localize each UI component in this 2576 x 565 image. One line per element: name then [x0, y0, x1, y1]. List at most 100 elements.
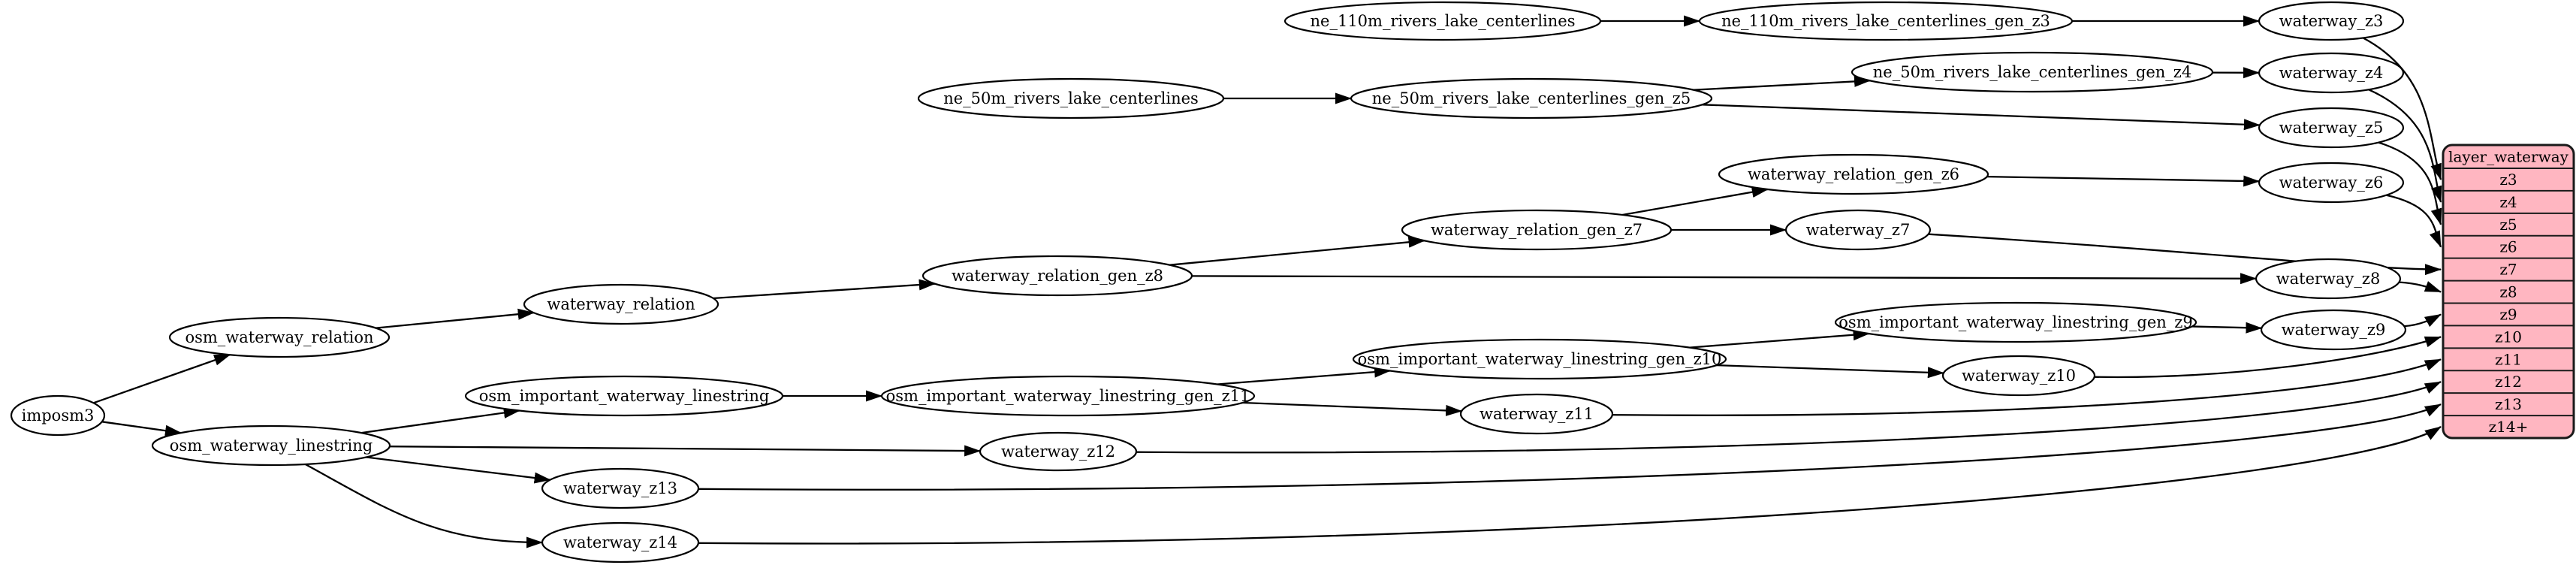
node-shape-osm_waterway_linestring	[151, 425, 391, 467]
edge-waterway_z4-to-row-z4	[2368, 89, 2442, 203]
node-shape-waterway_z6	[2258, 162, 2405, 204]
table-layer_waterway: layer_waterwayz3z4z5z6z7z8z9z10z11z12z13…	[2442, 144, 2575, 440]
node-shape-waterway_z9	[2260, 309, 2407, 351]
edge-waterway_z11-to-row-z11	[1612, 358, 2442, 416]
node-label-waterway_z8: waterway_z8	[2276, 270, 2381, 288]
edge-osm_important_waterway_linestring_gen_z9-to-waterway_z9	[2191, 322, 2263, 334]
node-shape-waterway_z5	[2258, 107, 2405, 149]
node-shape-osm_important_waterway_linestring	[464, 375, 784, 417]
node-waterway_z6: waterway_z6	[2258, 162, 2405, 204]
edge-osm_waterway_linestring-to-waterway_z13	[366, 456, 551, 484]
node-shape-ne_110m_rivers_lake_centerlines	[1283, 1, 1602, 41]
table-row-z3: z3	[2499, 171, 2517, 189]
node-label-osm_important_waterway_linestring_gen_z10: osm_important_waterway_linestring_gen_z1…	[1358, 350, 1722, 368]
table-layer: layer_waterwayz3z4z5z6z7z8z9z10z11z12z13…	[2442, 144, 2575, 440]
node-label-waterway_z14: waterway_z14	[563, 533, 677, 551]
node-label-osm_important_waterway_linestring: osm_important_waterway_linestring	[479, 387, 770, 405]
node-waterway_z7: waterway_z7	[1784, 209, 1932, 251]
node-shape-osm_important_waterway_linestring_gen_z11	[880, 375, 1256, 417]
node-label-waterway_z5: waterway_z5	[2279, 119, 2384, 137]
node-ne_50m_rivers_lake_centerlines: ne_50m_rivers_lake_centerlines	[917, 77, 1225, 119]
edge-osm_waterway_linestring-to-waterway_z12	[389, 445, 982, 457]
edge-imposm3-to-osm_waterway_linestring	[101, 421, 182, 437]
node-shape-waterway_z8	[2255, 258, 2402, 300]
node-label-waterway_relation_gen_z6: waterway_relation_gen_z6	[1748, 165, 1959, 183]
edge-osm_waterway_linestring-to-osm_important_waterway_linestring	[361, 406, 520, 434]
edge-waterway_relation-to-waterway_relation_gen_z8	[713, 279, 936, 300]
edge-osm_important_waterway_linestring_gen_z11-to-waterway_z11	[1242, 401, 1463, 416]
edge-waterway_z13-to-row-z13	[698, 403, 2442, 491]
node-waterway_z13: waterway_z13	[541, 467, 700, 509]
node-label-ne_50m_rivers_lake_centerlines: ne_50m_rivers_lake_centerlines	[943, 89, 1199, 107]
edge-osm_important_waterway_linestring_gen_z11-to-osm_important_waterway_linestring_gen_z10	[1217, 366, 1392, 385]
table-title: layer_waterway	[2448, 148, 2569, 166]
table-row-z11: z11	[2495, 350, 2522, 368]
edge-waterway_z10-to-row-z10	[2094, 336, 2442, 379]
edge-waterway_relation_gen_z7-to-waterway_relation_gen_z6	[1622, 186, 1769, 216]
node-waterway_z5: waterway_z5	[2258, 107, 2405, 149]
node-shape-waterway_z3	[2258, 1, 2405, 41]
node-shape-waterway_relation_gen_z8	[922, 255, 1193, 297]
node-label-waterway_relation_gen_z8: waterway_relation_gen_z8	[952, 267, 1163, 285]
node-osm_important_waterway_linestring_gen_z11: osm_important_waterway_linestring_gen_z1…	[880, 375, 1256, 417]
node-label-waterway_z4: waterway_z4	[2279, 64, 2384, 82]
node-shape-ne_50m_rivers_lake_centerlines_gen_z4	[1851, 51, 2214, 93]
node-label-waterway_z10: waterway_z10	[1962, 367, 2076, 385]
node-waterway_z3: waterway_z3	[2258, 1, 2405, 41]
node-shape-waterway_relation_gen_z6	[1718, 153, 1989, 195]
node-shape-ne_110m_rivers_lake_centerlines_gen_z3	[1698, 1, 2074, 41]
edge-osm_important_waterway_linestring_gen_z10-to-waterway_z10	[1716, 364, 1944, 379]
node-label-waterway_z6: waterway_z6	[2279, 174, 2384, 192]
node-waterway_z14: waterway_z14	[541, 521, 700, 563]
node-osm_important_waterway_linestring: osm_important_waterway_linestring	[464, 375, 784, 417]
edge-waterway_z14-to-row-z14+	[698, 426, 2442, 545]
edge-waterway_relation_gen_z8-to-waterway_relation_gen_z7	[1169, 236, 1425, 266]
node-shape-waterway_z4	[2258, 52, 2405, 94]
edge-waterway_z3-to-row-z3	[2362, 37, 2442, 180]
node-ne_50m_rivers_lake_centerlines_gen_z4: ne_50m_rivers_lake_centerlines_gen_z4	[1851, 51, 2214, 93]
table-row-z8: z8	[2499, 283, 2517, 301]
node-ne_110m_rivers_lake_centerlines: ne_110m_rivers_lake_centerlines	[1283, 1, 1602, 41]
node-shape-ne_50m_rivers_lake_centerlines	[917, 77, 1225, 119]
node-label-waterway_z9: waterway_z9	[2282, 321, 2386, 339]
node-waterway_relation_gen_z7: waterway_relation_gen_z7	[1401, 209, 1673, 251]
edges-layer	[93, 15, 2442, 548]
node-label-ne_110m_rivers_lake_centerlines_gen_z3: ne_110m_rivers_lake_centerlines_gen_z3	[1721, 12, 2050, 30]
node-label-waterway_z13: waterway_z13	[563, 479, 677, 497]
node-label-imposm3: imposm3	[22, 406, 95, 425]
edge-imposm3-to-osm_waterway_relation	[93, 354, 231, 404]
node-osm_waterway_relation: osm_waterway_relation	[168, 316, 391, 358]
node-shape-waterway_z10	[1941, 355, 2096, 397]
node-osm_important_waterway_linestring_gen_z9: osm_important_waterway_linestring_gen_z9	[1834, 301, 2197, 343]
node-waterway_relation: waterway_relation	[523, 283, 719, 325]
table-row-z12: z12	[2495, 373, 2522, 391]
node-label-waterway_z3: waterway_z3	[2279, 12, 2384, 30]
node-label-waterway_relation_gen_z7: waterway_relation_gen_z7	[1431, 221, 1642, 239]
table-row-z13: z13	[2495, 395, 2522, 413]
node-shape-waterway_z14	[541, 521, 700, 563]
node-label-osm_waterway_linestring: osm_waterway_linestring	[170, 437, 373, 455]
node-shape-osm_waterway_relation	[168, 316, 391, 358]
node-osm_waterway_linestring: osm_waterway_linestring	[151, 425, 391, 467]
node-shape-waterway_z12	[979, 431, 1138, 472]
edge-osm_waterway_linestring-to-waterway_z14	[304, 463, 543, 548]
node-osm_important_waterway_linestring_gen_z10: osm_important_waterway_linestring_gen_z1…	[1352, 338, 1727, 380]
table-background	[2442, 144, 2575, 440]
edge-waterway_z7-to-row-z7	[1928, 233, 2442, 276]
node-waterway_relation_gen_z8: waterway_relation_gen_z8	[922, 255, 1193, 297]
node-shape-imposm3	[10, 394, 106, 437]
table-row-z9: z9	[2499, 305, 2517, 323]
edge-waterway_z8-to-row-z8	[2399, 281, 2442, 293]
node-shape-osm_important_waterway_linestring_gen_z10	[1352, 338, 1727, 380]
node-ne_110m_rivers_lake_centerlines_gen_z3: ne_110m_rivers_lake_centerlines_gen_z3	[1698, 1, 2074, 41]
node-waterway_z10: waterway_z10	[1941, 355, 2096, 397]
node-waterway_z8: waterway_z8	[2255, 258, 2402, 300]
table-row-z5: z5	[2499, 216, 2517, 234]
table-row-z6: z6	[2499, 238, 2517, 256]
edge-waterway_z12-to-row-z12	[1136, 381, 2442, 454]
edge-osm_important_waterway_linestring_gen_z10-to-osm_important_waterway_linestring_gen_z9	[1689, 329, 1870, 349]
node-label-ne_50m_rivers_lake_centerlines_gen_z5: ne_50m_rivers_lake_centerlines_gen_z5	[1372, 89, 1691, 107]
edge-ne_50m_rivers_lake_centerlines_gen_z5-to-waterway_z5	[1702, 104, 2261, 131]
